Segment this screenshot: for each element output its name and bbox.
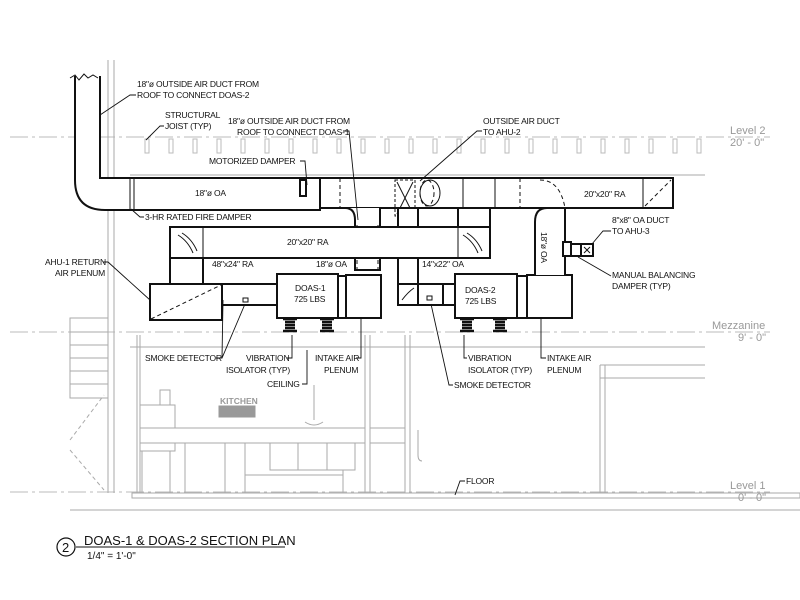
structural-joist [504, 138, 510, 154]
structural-joist [216, 138, 222, 154]
structural-joist [648, 138, 654, 154]
duct-label-oa-14x22: 14"x22" OA [422, 259, 464, 269]
room-number: 1-13 [230, 407, 247, 417]
mezzanine-line: Mezzanine 9' - 0" [10, 320, 770, 348]
callout-ahu1-plenum-line2: AIR PLENUM [55, 268, 105, 278]
structural-joist [336, 138, 342, 154]
structural-joist [168, 138, 174, 154]
callout-intake-2-line1: INTAKE AIR [547, 353, 591, 363]
vibration-isolator [320, 317, 334, 333]
callout-oa-ahu3-line1: 8"x8" OA DUCT [612, 215, 669, 225]
structural-joist [312, 138, 318, 154]
duct-label-oa-top: 18"ø OA [195, 188, 226, 198]
structural-joist [360, 138, 366, 154]
duct-label-ra-48x24: 48"x24" RA [212, 259, 254, 269]
structural-joist [240, 138, 246, 154]
callout-ceiling: CEILING [267, 379, 300, 389]
vibration-isolator [493, 317, 507, 333]
structural-joist [600, 138, 606, 154]
duct-label-oa-doas1: 18"ø OA [316, 259, 347, 269]
callout-joist-line2: JOIST (TYP) [165, 121, 212, 131]
mezzanine-elevation: 9' - 0" [738, 332, 766, 344]
callout-balancing-damper-line1: MANUAL BALANCING [612, 270, 695, 280]
callout-floor: FLOOR [466, 476, 494, 486]
duct-label-ra-right: 20"x20" RA [584, 189, 626, 199]
callout-vibration-1-line2: ISOLATOR (TYP) [226, 365, 290, 375]
structural-joist [696, 138, 702, 154]
callout-oa-doas2-line2: ROOF TO CONNECT DOAS-2 [137, 90, 250, 100]
callout-intake-1-line1: INTAKE AIR [315, 353, 359, 363]
building-background: KITCHEN 1-13 [69, 60, 705, 494]
level-1-name: Level 1 [730, 480, 765, 492]
callout-intake-2-line2: PLENUM [547, 365, 581, 375]
structural-joist [432, 138, 438, 154]
callout-oa-doas1-line1: 18"ø OUTSIDE AIR DUCT FROM [228, 116, 350, 126]
detail-number: 2 [62, 540, 69, 555]
structural-joist [264, 138, 270, 154]
structural-joist [480, 138, 486, 154]
level-1-elevation: 0' - 0" [738, 492, 766, 504]
callout-intake-1-line2: PLENUM [324, 365, 358, 375]
structural-joist [456, 138, 462, 154]
structural-joist [624, 138, 630, 154]
callout-vibration-2-line2: ISOLATOR (TYP) [468, 365, 532, 375]
title-name: DOAS-1 & DOAS-2 SECTION PLAN [84, 533, 296, 548]
structural-joist [192, 138, 198, 154]
callout-smoke-detector-1: SMOKE DETECTOR [145, 353, 222, 363]
callouts: 18"ø OUTSIDE AIR DUCT FROM ROOF TO CONNE… [45, 79, 696, 496]
mezzanine-name: Mezzanine [712, 320, 765, 332]
title-scale: 1/4" = 1'-0" [87, 551, 136, 562]
detail-number-bubble [56, 537, 76, 557]
callout-vibration-1-line1: VIBRATION [246, 353, 289, 363]
callout-ahu1-plenum-line1: AHU-1 RETURN [45, 257, 106, 267]
structural-joist [288, 138, 294, 154]
duct-label-ra-middle: 20"x20" RA [287, 237, 329, 247]
room-name: KITCHEN [220, 396, 258, 406]
vibration-isolator [460, 317, 474, 333]
callout-motorized-damper: MOTORIZED DAMPER [209, 156, 295, 166]
callout-oa-ahu3-line2: TO AHU-3 [612, 226, 650, 236]
vibration-isolators [283, 317, 507, 333]
callout-balancing-damper-line2: DAMPER (TYP) [612, 281, 671, 291]
doas-2-weight: 725 LBS [465, 296, 497, 306]
structural-joist [576, 138, 582, 154]
callout-oa-doas2-line1: 18"ø OUTSIDE AIR DUCT FROM [137, 79, 259, 89]
doas-1-name: DOAS-1 [295, 283, 326, 293]
callout-joist-line1: STRUCTURAL [165, 110, 221, 120]
vibration-isolator [283, 317, 297, 333]
doas-1-weight: 725 LBS [294, 294, 326, 304]
callout-oa-ahu2-line1: OUTSIDE AIR DUCT [483, 116, 560, 126]
level-2-line: Level 2 20' - 0" [10, 125, 770, 176]
structural-joist [384, 138, 390, 154]
ductwork: 18"ø OA 20"x20" RA 20"x20" RA 48"x24" [69, 73, 674, 333]
structural-joist [672, 138, 678, 154]
structural-joist [552, 138, 558, 154]
drawing-title: 2 DOAS-1 & DOAS-2 SECTION PLAN 1/4" = 1'… [56, 533, 296, 562]
duct-label-oa-vertical: 18"ø OA [539, 232, 549, 263]
structural-joist [144, 138, 150, 154]
callout-smoke-detector-2: SMOKE DETECTOR [454, 380, 531, 390]
doas-2-name: DOAS-2 [465, 285, 496, 295]
structural-joist [408, 138, 414, 154]
callout-oa-ahu2-line2: TO AHU-2 [483, 127, 521, 137]
callout-vibration-2-line1: VIBRATION [468, 353, 511, 363]
callout-oa-doas1-line2: ROOF TO CONNECT DOAS-1 [237, 127, 350, 137]
level-2-elevation: 20' - 0" [730, 137, 764, 149]
structural-joist [528, 138, 534, 154]
level-2-name: Level 2 [730, 125, 765, 137]
doas-1-unit [276, 273, 339, 319]
callout-fire-damper: 3-HR RATED FIRE DAMPER [145, 212, 251, 222]
